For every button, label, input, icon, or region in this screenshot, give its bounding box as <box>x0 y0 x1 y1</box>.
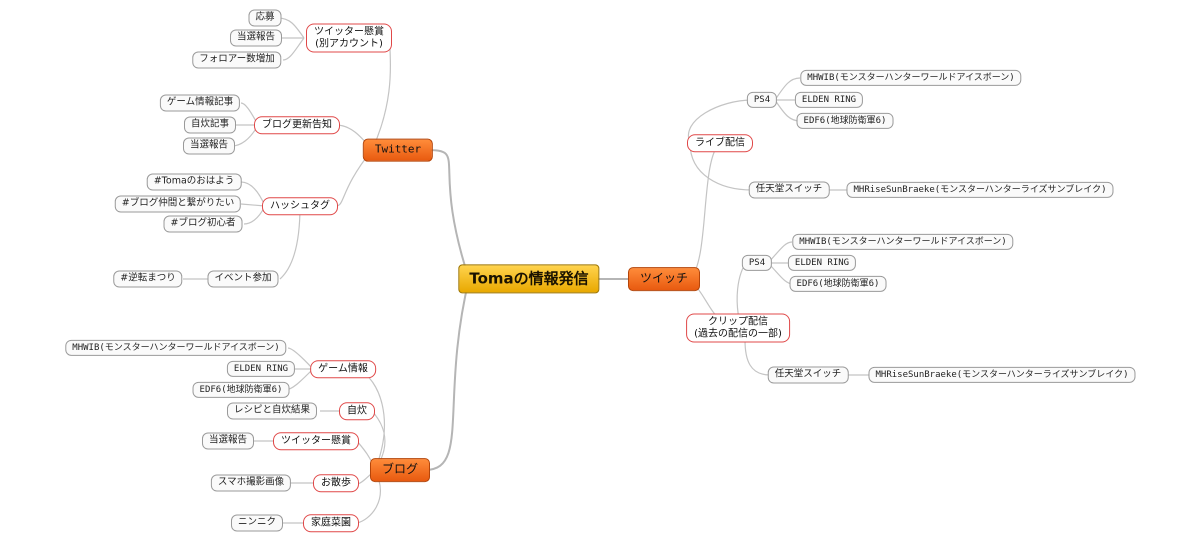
clip-stream-node[interactable]: クリップ配信 (過去の配信の一部) <box>686 313 790 343</box>
leaf-blog-elden-ring[interactable]: ELDEN RING <box>226 360 296 378</box>
leaf-clip-elden-ring[interactable]: ELDEN RING <box>787 254 857 272</box>
game-info-node[interactable]: ゲーム情報 <box>310 360 376 378</box>
blog-node[interactable]: ブログ <box>369 458 431 482</box>
leaf-win-report-2[interactable]: 当選報告 <box>182 137 236 155</box>
leaf-blog-win-report[interactable]: 当選報告 <box>201 432 255 450</box>
leaf-clip-mhwib[interactable]: MHWIB(モンスターハンターワールドアイスボーン) <box>792 233 1014 251</box>
walk-node[interactable]: お散歩 <box>313 474 359 492</box>
blog-sweepstakes-node[interactable]: ツイッター懸賞 <box>273 432 359 450</box>
leaf-hashtag-beginner[interactable]: #ブログ初心者 <box>163 215 243 233</box>
clip-ps4-node[interactable]: PS4 <box>741 254 773 272</box>
leaf-phone-photos[interactable]: スマホ撮影画像 <box>210 474 292 492</box>
cooking-node[interactable]: 自炊 <box>339 402 375 420</box>
leaf-live-elden-ring[interactable]: ELDEN RING <box>794 91 864 109</box>
clip-switch-node[interactable]: 任天堂スイッチ <box>767 366 849 384</box>
live-ps4-node[interactable]: PS4 <box>746 91 778 109</box>
twitter-node[interactable]: Twitter <box>362 138 434 162</box>
twitch-node[interactable]: ツイッチ <box>627 267 701 291</box>
blog-update-notice-node[interactable]: ブログ更新告知 <box>254 116 340 134</box>
leaf-hashtag-morning[interactable]: #Tomaのおはよう <box>146 173 242 191</box>
leaf-recipes[interactable]: レシピと自炊結果 <box>226 402 318 420</box>
leaf-blog-edf6[interactable]: EDF6(地球防衛軍6) <box>192 381 290 399</box>
leaf-follower-increase[interactable]: フォロアー数増加 <box>192 51 282 69</box>
event-participation-node[interactable]: イベント参加 <box>207 270 279 288</box>
leaf-game-articles[interactable]: ゲーム情報記事 <box>159 94 241 112</box>
leaf-hashtag-blog-friends[interactable]: #ブログ仲間と繋がりたい <box>114 195 242 213</box>
leaf-live-edf6[interactable]: EDF6(地球防衛軍6) <box>796 112 894 130</box>
leaf-live-mhwib[interactable]: MHWIB(モンスターハンターワールドアイスボーン) <box>800 69 1022 87</box>
leaf-cooking-articles[interactable]: 自炊記事 <box>183 116 237 134</box>
twitter-sweepstakes-account-node[interactable]: ツイッター懸賞 (別アカウント) <box>306 23 392 53</box>
leaf-clip-edf6[interactable]: EDF6(地球防衛軍6) <box>789 275 887 293</box>
root-node[interactable]: Tomaの情報発信 <box>458 264 600 294</box>
live-stream-node[interactable]: ライブ配信 <box>687 134 753 152</box>
home-garden-node[interactable]: 家庭菜園 <box>303 514 359 532</box>
live-switch-node[interactable]: 任天堂スイッチ <box>748 181 830 199</box>
leaf-blog-mhwib[interactable]: MHWIB(モンスターハンターワールドアイスボーン) <box>65 339 287 357</box>
leaf-live-mhrise[interactable]: MHRiseSunBraeke(モンスターハンターライズサンブレイク) <box>846 181 1114 199</box>
leaf-gyakuten-festival[interactable]: #逆転まつり <box>113 270 183 288</box>
leaf-clip-mhrise[interactable]: MHRiseSunBraeke(モンスターハンターライズサンブレイク) <box>868 366 1136 384</box>
leaf-win-report[interactable]: 当選報告 <box>229 29 283 47</box>
leaf-apply[interactable]: 応募 <box>248 9 282 27</box>
leaf-garlic[interactable]: ニンニク <box>230 514 284 532</box>
hashtag-node[interactable]: ハッシュタグ <box>262 197 338 215</box>
